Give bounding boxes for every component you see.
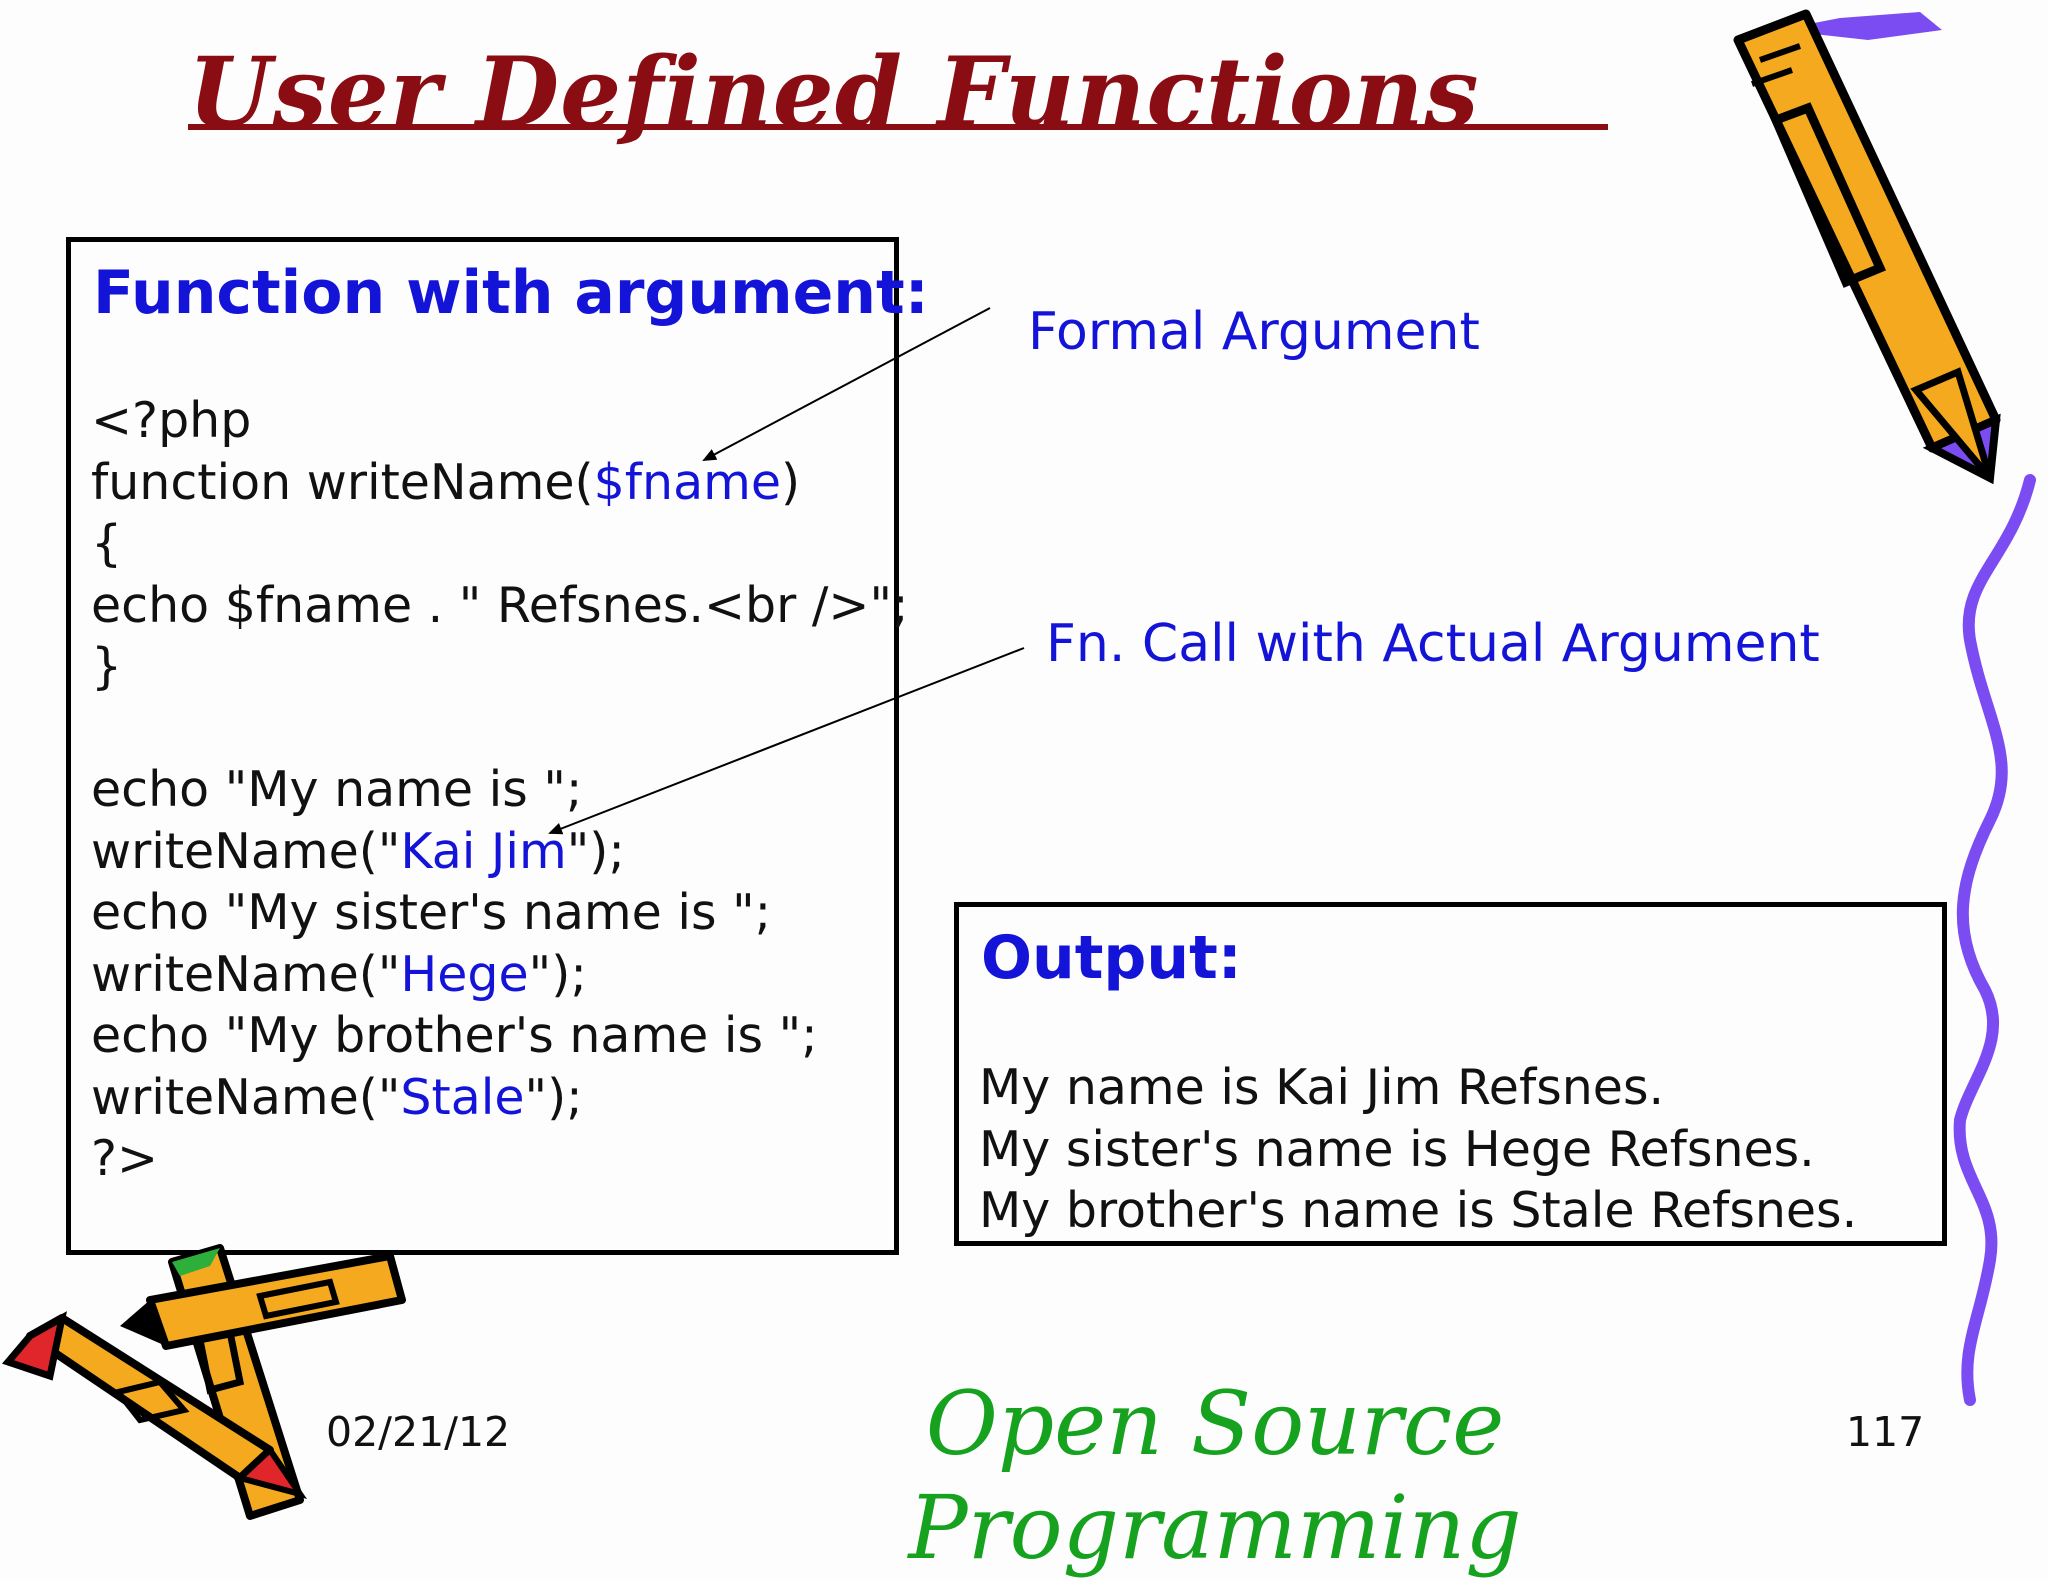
code-text: writeName(" (91, 822, 401, 880)
code-line: function writeName($fname) (91, 452, 909, 514)
decoration-layer (1, 9, 2036, 1520)
formal-argument-label: Formal Argument (1028, 302, 1480, 362)
code-text: <?php (91, 392, 252, 449)
code-line: echo "My sister's name is "; (91, 882, 909, 944)
squiggle-decoration (1953, 474, 2036, 1406)
output-line: My sister's name is Hege Refsnes. (979, 1120, 1815, 1178)
pencil-clipart-icon (1733, 9, 2001, 485)
code-line: } (91, 636, 909, 698)
output-line: My brother's name is Stale Refsnes. (979, 1182, 1858, 1239)
argument-text: Hege (400, 945, 529, 1003)
code-line: <?php (91, 390, 909, 452)
code-line: writeName("Kai Jim"); (91, 821, 909, 883)
title-underline (188, 124, 1608, 130)
code-text: { (91, 515, 123, 572)
output-line: My name is Kai Jim Refsnes. (979, 1059, 1665, 1116)
output-box-heading: Output: (981, 923, 1242, 993)
code-text: writeName(" (91, 1068, 401, 1126)
code-text: echo "My name is "; (91, 761, 583, 818)
code-box-heading: Function with argument: (93, 258, 929, 328)
code-line: writeName("Stale"); (91, 1067, 909, 1129)
code-text: ) (781, 453, 801, 511)
actual-argument-arrow (548, 647, 1025, 835)
code-text: echo "My sister's name is "; (91, 884, 772, 941)
code-text: "); (566, 822, 625, 880)
argument-text: Stale (400, 1068, 525, 1126)
formal-argument-arrow (702, 307, 991, 461)
code-text: echo "My brother's name is "; (91, 1007, 818, 1064)
code-line: { (91, 513, 909, 575)
code-text: function writeName( (91, 453, 594, 511)
code-line: echo "My brother's name is "; (91, 1005, 909, 1067)
code-text: "); (524, 1068, 583, 1126)
output-box: Output: My name is Kai Jim Refsnes.My si… (954, 902, 1947, 1246)
code-text: writeName(" (91, 945, 401, 1003)
footer-date: 02/21/12 (326, 1408, 511, 1456)
argument-text: $fname (593, 453, 781, 511)
page-number: 117 (1846, 1408, 1925, 1456)
code-line: echo "My name is "; (91, 759, 909, 821)
code-text: ?> (91, 1130, 159, 1187)
code-text: "); (528, 945, 587, 1003)
code-line: echo $fname . " Refsnes.<br />"; (91, 575, 909, 637)
actual-argument-label: Fn. Call with Actual Argument (1046, 614, 1820, 674)
pencils-clipart-icon (1, 1244, 406, 1520)
slide-title: User Defined Functions (188, 36, 1480, 149)
code-text: echo $fname . " Refsnes.<br />"; (91, 576, 909, 634)
code-line: writeName("Hege"); (91, 944, 909, 1006)
output-listing: My name is Kai Jim Refsnes.My sister's n… (979, 1057, 1857, 1242)
code-text: } (91, 638, 123, 695)
code-line: ?> (91, 1128, 909, 1190)
